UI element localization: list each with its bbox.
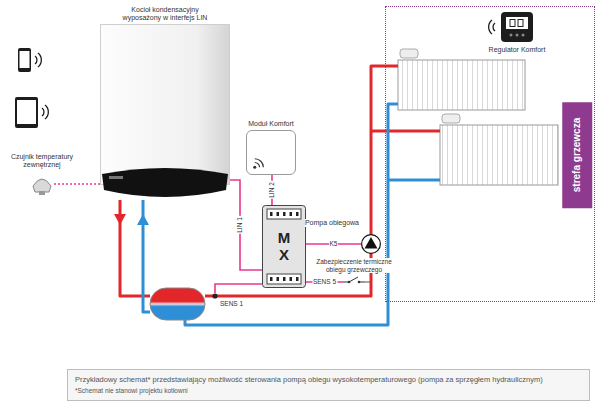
heating-zone: strefa grzewcza Regulator Komfort — [385, 6, 595, 302]
caption-text: Przykładowy schemat* przedstawiający moż… — [75, 375, 582, 384]
mx-module: M X — [262, 205, 306, 288]
radiator-body — [440, 125, 558, 185]
caption-box: Przykładowy schemat* przedstawiający moż… — [67, 369, 590, 401]
thermal-protection: Zabezpieczenie termiczne obiegu grzewcze… — [343, 276, 365, 288]
circulation-pump: Pompa obiegowa — [361, 234, 381, 254]
tablet-screen — [17, 100, 36, 124]
comfort-module: Moduł Komfort — [246, 130, 296, 175]
signal-wire — [230, 180, 262, 270]
radiator — [398, 49, 525, 110]
contact-line — [365, 282, 370, 283]
module-label: Moduł Komfort — [248, 120, 294, 128]
protection-label: Zabezpieczenie termiczne obiegu grzewcze… — [309, 258, 399, 273]
phone-screen — [20, 51, 30, 68]
regulator-label: Regulator Komfort — [489, 46, 546, 54]
wire-label: SENS 5 — [312, 278, 337, 285]
boiler: Kocioł kondensacyjny wyposażony w interf… — [100, 24, 230, 200]
return-pipe — [388, 179, 440, 182]
tablet-body — [15, 97, 38, 128]
temperature-probe — [212, 293, 217, 298]
boiler-title: Kocioł kondensacyjny wyposażony w interf… — [115, 6, 215, 22]
boiler-shape — [100, 24, 230, 200]
thermostatic-head — [400, 49, 418, 58]
wifi-symbol — [42, 105, 48, 119]
phone-body — [18, 48, 31, 72]
footnote: *Schemat nie stanowi projektu kotłowni — [75, 387, 582, 395]
thermostatic-head — [442, 114, 460, 123]
outdoor-sensor: Czujnik temperatury zewnętrznej — [30, 172, 54, 196]
wire-label: LIN 1 — [236, 216, 243, 234]
radiator-body — [398, 60, 525, 110]
wire-label: LIN 2 — [268, 181, 275, 199]
wire-label: K5 — [329, 240, 339, 247]
tablet-icon — [15, 97, 48, 128]
signal-wire — [54, 183, 100, 185]
thermal-protection-shape — [343, 276, 365, 288]
flow-arrow — [114, 214, 126, 225]
module-letters: M X — [276, 229, 292, 263]
room-regulator: Regulator Komfort — [501, 12, 533, 42]
wifi-symbol — [35, 53, 41, 67]
flow-arrow — [137, 214, 149, 225]
radiator — [440, 114, 558, 185]
sensor-label: Czujnik temperatury zewnętrznej — [2, 153, 82, 169]
pump-label: Pompa obiegowa — [305, 219, 359, 227]
circulation-pump-shape — [361, 234, 381, 254]
comfort-module-shape — [247, 131, 295, 174]
supply-pipe — [371, 130, 440, 133]
hydraulic-separator — [150, 288, 205, 320]
sensor-wire — [215, 284, 262, 293]
supply-pipe — [205, 66, 398, 296]
zone-band: strefa grzewcza — [562, 102, 592, 208]
phone-icon — [18, 48, 41, 72]
outdoor-sensor-shape — [30, 172, 54, 196]
wifi-symbol — [489, 20, 495, 34]
room-regulator-shape — [501, 12, 533, 42]
sensor-label: SENS 1 — [220, 300, 243, 307]
